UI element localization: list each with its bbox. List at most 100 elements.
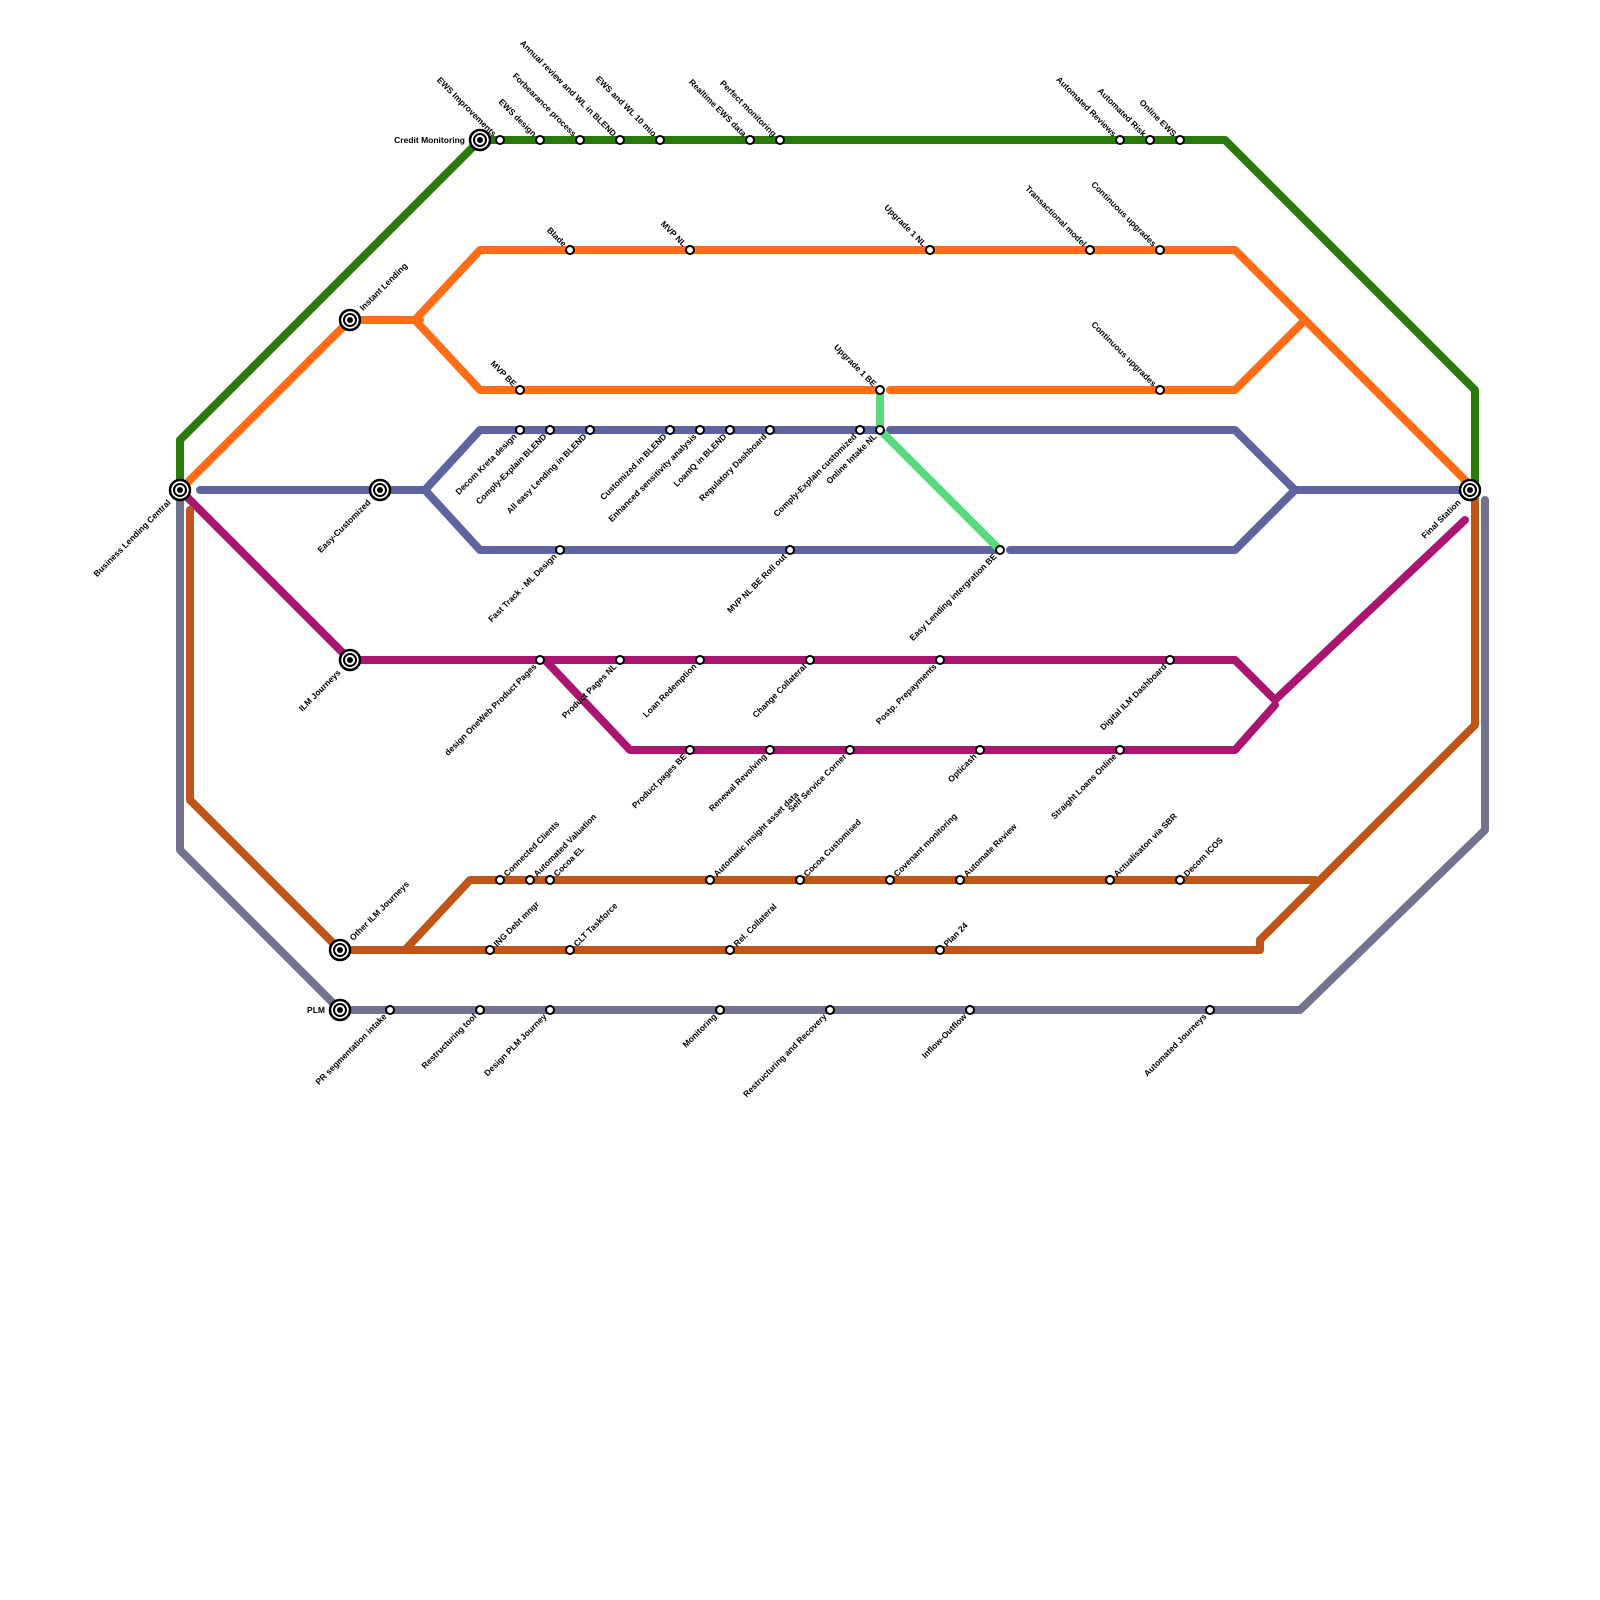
station-mvp-nl[interactable]: [685, 245, 695, 255]
station-ews-wl-10[interactable]: [655, 135, 665, 145]
station-continuous-upgrades-2[interactable]: [1155, 385, 1165, 395]
station-restructuring-tool[interactable]: [475, 1005, 485, 1015]
station-mvp-be[interactable]: [515, 385, 525, 395]
station-change-collateral[interactable]: [805, 655, 815, 665]
station-decom-icos-label: Decom ICOS: [1181, 835, 1225, 879]
station-opticash-label: Opticash: [946, 751, 979, 784]
station-opticash[interactable]: [975, 745, 985, 755]
station-comply-explain-blend[interactable]: [545, 425, 555, 435]
station-ing-debt-mngr[interactable]: [485, 945, 495, 955]
station-covenant-monitoring[interactable]: [885, 875, 895, 885]
station-continuous-upgrades-1[interactable]: [1155, 245, 1165, 255]
station-upgrade-1-be[interactable]: [875, 385, 885, 395]
station-realtime-ews[interactable]: [745, 135, 755, 145]
station-mvp-nl-be-rollout[interactable]: [785, 545, 795, 555]
metro-lines: [176, 136, 1489, 1014]
station-design-oneweb[interactable]: [535, 655, 545, 665]
hub-business-lending-central[interactable]: [168, 478, 192, 502]
station-automated-valuation[interactable]: [525, 875, 535, 885]
station-easy-lending-integration-be[interactable]: [995, 545, 1005, 555]
hub-final-station[interactable]: [1458, 478, 1482, 502]
hub-ilm-journeys-label: ILM Journeys: [297, 667, 343, 713]
hub-easy-customized[interactable]: [368, 478, 392, 502]
station-automate-review[interactable]: [955, 875, 965, 885]
station-plan-24-label: Plan 24: [941, 920, 969, 948]
station-transactional-model-label: Transactional model: [1023, 183, 1088, 248]
station-self-service-corner[interactable]: [845, 745, 855, 755]
station-fast-track-ml[interactable]: [555, 545, 565, 555]
station-renewal-revolving[interactable]: [765, 745, 775, 755]
other-ilm-journeys-line: [186, 496, 1479, 954]
hub-credit-monitoring[interactable]: [468, 128, 492, 152]
station-online-ews[interactable]: [1175, 135, 1185, 145]
station-automated-risk[interactable]: [1145, 135, 1155, 145]
station-postp-prepayments[interactable]: [935, 655, 945, 665]
station-perfect-monitoring[interactable]: [775, 135, 785, 145]
easy-customized-upper-branch-east: [886, 426, 1299, 494]
station-restructuring-recovery[interactable]: [825, 1005, 835, 1015]
station-comply-explain-customized[interactable]: [855, 425, 865, 435]
station-forbearance-process[interactable]: [575, 135, 585, 145]
station-automated-journeys[interactable]: [1205, 1005, 1215, 1015]
station-actualisation-sbr[interactable]: [1105, 875, 1115, 885]
station-regulatory-dashboard[interactable]: [765, 425, 775, 435]
station-all-easy-lending[interactable]: [585, 425, 595, 435]
hub-business-lending-central-label: Business Lending Central: [91, 497, 172, 578]
station-ing-debt-mngr-label: ING Debt mngr: [491, 899, 541, 949]
station-plan-24[interactable]: [935, 945, 945, 955]
station-ews-design[interactable]: [535, 135, 545, 145]
station-decom-kreta[interactable]: [515, 425, 525, 435]
station-cocoa-el[interactable]: [545, 875, 555, 885]
station-regulatory-dashboard-label: Regulatory Dashboard: [697, 431, 769, 503]
station-cocoa-customised[interactable]: [795, 875, 805, 885]
station-straight-loans-online[interactable]: [1115, 745, 1125, 755]
station-annual-review[interactable]: [615, 135, 625, 145]
station-cocoa-customised-label: Cocoa Customised: [801, 817, 863, 879]
station-transactional-model[interactable]: [1085, 245, 1095, 255]
station-design-plm-journey[interactable]: [545, 1005, 555, 1015]
station-design-plm-journey-label: Design PLM Journey: [482, 1011, 549, 1078]
station-restructuring-recovery-label: Restructuring and Recovery: [741, 1011, 829, 1099]
station-clt-taskforce-label: CLT Taskforce: [571, 900, 619, 948]
station-upgrade-1-nl-label: Upgrade 1 NL: [882, 202, 928, 248]
station-pr-segmentation[interactable]: [385, 1005, 395, 1015]
station-decom-icos[interactable]: [1175, 875, 1185, 885]
station-product-pages-be[interactable]: [685, 745, 695, 755]
station-monitoring[interactable]: [715, 1005, 725, 1015]
station-mvp-nl-be-rollout-label: MVP NL BE Roll out: [725, 551, 789, 615]
station-fast-track-ml-label: Fast Track - ML Design: [486, 551, 558, 623]
hub-instant-lending-label: Instant Lending: [357, 261, 409, 313]
station-ews-improvements[interactable]: [495, 135, 505, 145]
hub-other-ilm-journeys[interactable]: [328, 938, 352, 962]
station-rel-collateral[interactable]: [725, 945, 735, 955]
station-covenant-monitoring-label: Covenant monitoring: [891, 811, 959, 879]
station-upgrade-1-nl[interactable]: [925, 245, 935, 255]
station-self-service-corner-label: Self Service Corner: [786, 751, 849, 814]
station-loan-redemption[interactable]: [695, 655, 705, 665]
hub-ilm-journeys[interactable]: [338, 648, 362, 672]
station-loan-redemption-label: Loan Redemption: [641, 661, 699, 719]
station-automated-reviews[interactable]: [1115, 135, 1125, 145]
station-online-intake-nl[interactable]: [875, 425, 885, 435]
station-actualisation-sbr-label: Actualisaton via SBR: [1111, 811, 1179, 879]
station-customized-blend[interactable]: [665, 425, 675, 435]
station-automatic-insight[interactable]: [705, 875, 715, 885]
hub-ilm-journeys-dot: [347, 657, 353, 663]
hub-other-ilm-journeys-dot: [337, 947, 343, 953]
instant-lending-lower-branch: [411, 316, 884, 394]
hub-plm-label: PLM: [307, 1005, 325, 1015]
station-inflow-outflow[interactable]: [965, 1005, 975, 1015]
station-connected-clients[interactable]: [495, 875, 505, 885]
station-upgrade-1-be-label: Upgrade 1 BE: [832, 342, 879, 389]
station-perfect-monitoring-label: Perfect monitoring: [718, 78, 779, 139]
station-comply-explain-customized-label: Comply-Explain customized: [771, 431, 858, 518]
station-product-pages-nl[interactable]: [615, 655, 625, 665]
station-clt-taskforce[interactable]: [565, 945, 575, 955]
station-blade[interactable]: [565, 245, 575, 255]
station-enhanced-sensitivity[interactable]: [695, 425, 705, 435]
station-digital-ilm-dashboard[interactable]: [1165, 655, 1175, 665]
station-loaniq-blend[interactable]: [725, 425, 735, 435]
hub-instant-lending[interactable]: [338, 308, 362, 332]
hub-plm[interactable]: [328, 998, 352, 1022]
